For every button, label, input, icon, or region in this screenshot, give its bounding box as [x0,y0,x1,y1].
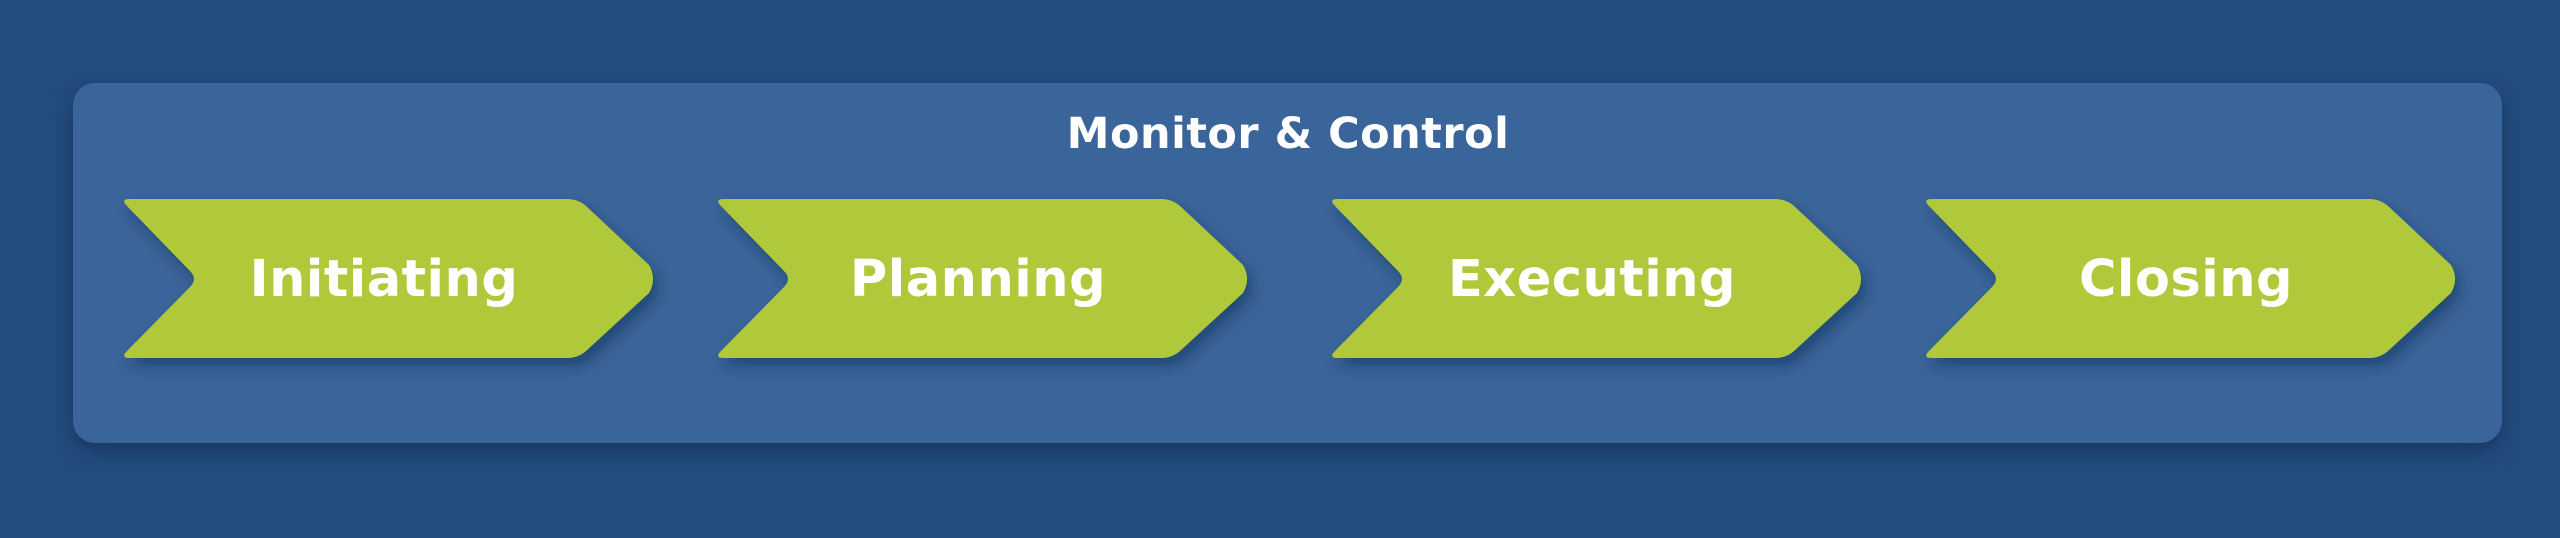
chevron-initiating [124,199,653,358]
panel-title: Monitor & Control [1066,109,1510,159]
phase-label-closing: Closing [2078,250,2294,309]
chevron-executing [1332,199,1861,358]
phase-label-planning: Planning [849,250,1107,309]
phase-label-initiating: Initiating [249,250,519,309]
chevron-closing [1926,199,2455,358]
phase-label-executing: Executing [1447,250,1737,309]
chevron-planning [718,199,1247,358]
